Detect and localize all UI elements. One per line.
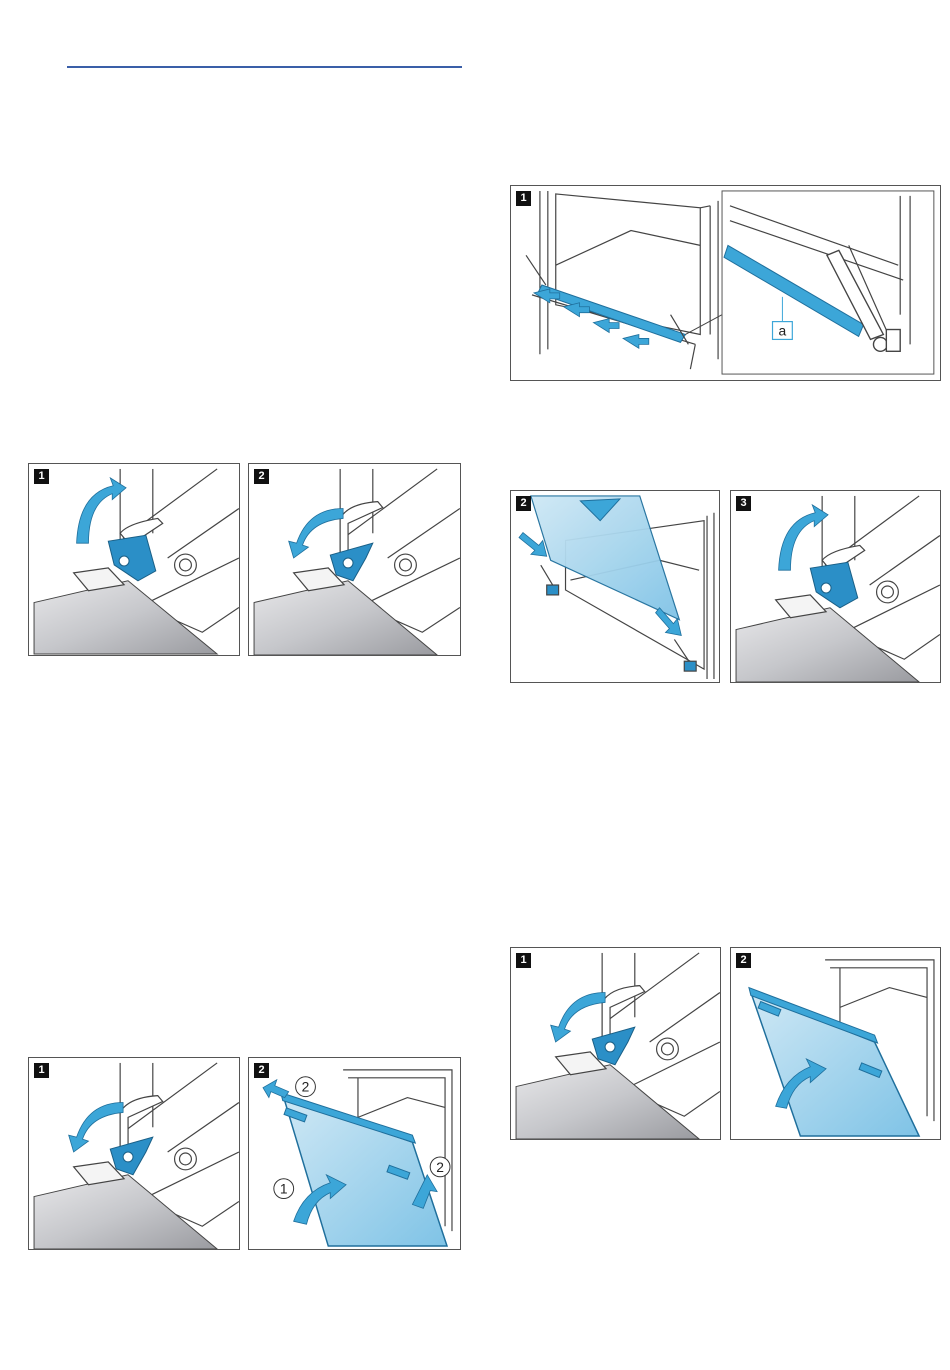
figure-door-remove-step2: 2 2 1 2 (248, 1057, 461, 1250)
step-badge: 2 (254, 469, 269, 484)
hinge-lever-down-illustration (249, 464, 460, 655)
step-badge: 1 (516, 953, 531, 968)
step-badge: 2 (516, 496, 531, 511)
hinge-lever-down-illustration (511, 948, 720, 1139)
step-badge: 1 (34, 469, 49, 484)
hinge-lever-up-illustration (29, 464, 239, 655)
figure-rail-removal-overview: 1 (510, 185, 941, 381)
hinge-lever-down-illustration (29, 1058, 239, 1249)
figure-door-refit-step1: 1 (510, 947, 721, 1140)
figure-hinge-open-step2: 2 (248, 463, 461, 656)
hinge-lever-up-illustration (731, 491, 940, 682)
step-badge: 3 (736, 496, 751, 511)
figure-hinge-open-step1: 1 (28, 463, 240, 656)
step-badge: 2 (736, 953, 751, 968)
step-badge: 2 (254, 1063, 269, 1078)
figure-door-remove-step1: 1 (28, 1057, 240, 1250)
section-rule (67, 66, 462, 68)
rail-label-a: a (779, 322, 787, 338)
callout-number: 2 (302, 1079, 310, 1095)
callout-number: 2 (436, 1159, 444, 1175)
figure-rail-insert-step2: 2 (510, 490, 720, 683)
callout-number: 1 (280, 1181, 288, 1197)
figure-door-refit-step2: 2 (730, 947, 941, 1140)
door-pane-refit-illustration (731, 948, 940, 1139)
step-badge: 1 (516, 191, 531, 206)
figure-rail-insert-step3: 3 (730, 490, 941, 683)
rail-insertion-illustration (511, 491, 719, 682)
step-badge: 1 (34, 1063, 49, 1078)
door-pane-lift-illustration: 2 1 2 (249, 1058, 460, 1249)
oven-rail-illustration: a (511, 186, 940, 380)
